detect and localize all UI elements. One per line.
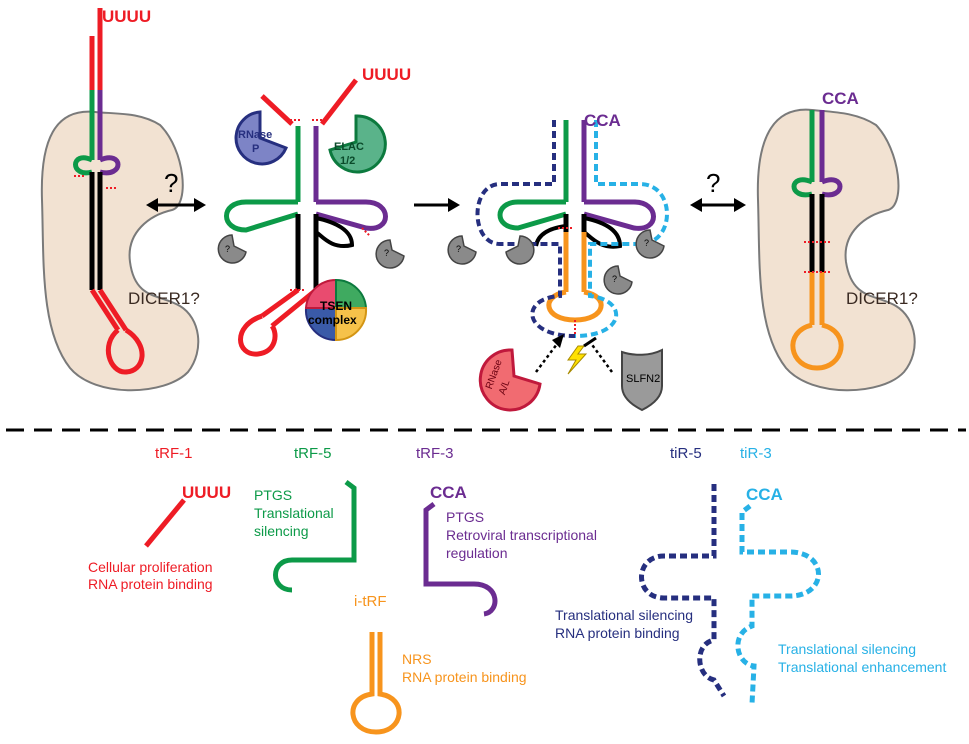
unknown-nuclease-2: ?: [375, 239, 405, 269]
trf1-panel: tRF-1 UUUU Cellular proliferation RNA pr…: [88, 445, 231, 592]
dicer-left: DICER1?: [40, 110, 200, 392]
trf1-strand: [144, 498, 186, 548]
slfn2-inhibit-line: [588, 341, 614, 373]
cca-center: CCA: [584, 111, 621, 130]
dicer-right-shape: [756, 108, 916, 392]
trf3-tail: CCA: [430, 483, 467, 502]
tir3-line1: Translational silencing: [778, 641, 916, 657]
rnase-al-line2: A/L: [497, 378, 513, 396]
dicer-left-label: DICER1?: [128, 289, 200, 308]
trf1-tail: UUUU: [182, 483, 231, 502]
trf3-panel: tRF-3 CCA PTGS Retroviral transcriptiona…: [416, 445, 597, 617]
rnase-al-enzyme: RNase A/L: [478, 348, 542, 412]
svg-text:?: ?: [612, 274, 617, 284]
pre-trna-processing: [224, 78, 388, 357]
svg-text:?: ?: [456, 244, 461, 254]
elac-line1: ELAC: [334, 141, 364, 153]
trf3-line2: Retroviral transcriptional: [446, 527, 597, 543]
rnase-p-line1: RNase: [238, 129, 272, 141]
trf1-line2: RNA protein binding: [88, 576, 213, 592]
tsen-line2: complex: [308, 313, 357, 327]
cca-right: CCA: [822, 89, 859, 108]
tir3-tail: CCA: [746, 485, 783, 504]
pre-trna-hairpin-left: [73, 8, 145, 375]
slfn2-label: SLFN2: [626, 373, 660, 385]
tsen-complex: TSEN complex: [304, 278, 368, 342]
tir5-title: tiR-5: [670, 445, 702, 462]
lightning-icon: [567, 345, 588, 375]
double-arrow-right: ?: [690, 168, 746, 212]
tir5-panel: tiR-5 Translational silencing RNA protei…: [555, 445, 727, 698]
trf5-line2: Translational: [254, 505, 334, 521]
tir3-line2: Translational enhancement: [778, 659, 946, 675]
cleavage-marks-right: [804, 241, 830, 273]
process-arrow: [414, 198, 460, 212]
elac-enzyme: ELAC 1/2: [328, 114, 387, 174]
trf1-line1: Cellular proliferation: [88, 559, 213, 575]
trf5-panel: tRF-5 PTGS Translational silencing: [254, 445, 357, 593]
cleavage-marks-left: [74, 175, 118, 189]
trf3-line3: regulation: [446, 545, 508, 561]
trf5-line1: PTGS: [254, 487, 292, 503]
double-arrow-left: ?: [146, 168, 206, 212]
cleavage-marks-center-left: [290, 119, 371, 291]
dicer-left-shape: [40, 110, 200, 392]
unknown-nuclease-1: ?: [217, 234, 247, 264]
trf1-title: tRF-1: [155, 445, 193, 462]
dicer-right: DICER1?: [756, 108, 918, 392]
unknown-nuclease-4: [505, 235, 535, 265]
trf3-line1: PTGS: [446, 509, 484, 525]
tir3-outline: [574, 120, 669, 338]
rnase-p-enzyme: RNase P: [234, 110, 288, 166]
trf5-line3: silencing: [254, 523, 308, 539]
slfn2-shield: SLFN2: [621, 348, 663, 412]
trf5-strand: [273, 480, 357, 593]
tsen-line1: TSEN: [320, 299, 352, 313]
tir3-panel: tiR-3 CCA Translational silencing Transl…: [735, 445, 946, 705]
tir5-line1: Translational silencing: [555, 607, 693, 623]
itrf-title: i-tRF: [354, 593, 387, 610]
elac-line2: 1/2: [340, 155, 355, 167]
svg-text:?: ?: [384, 248, 389, 258]
cleavage-marks-center: [558, 227, 576, 334]
trf5-title: tRF-5: [294, 445, 332, 462]
tir5-line2: RNA protein binding: [555, 625, 680, 641]
uuuu-left: UUUU: [102, 7, 151, 26]
question-left: ?: [164, 168, 178, 198]
itrf-line2: RNA protein binding: [402, 669, 527, 685]
trf3-title: tRF-3: [416, 445, 454, 462]
tir3-title: tiR-3: [740, 445, 772, 462]
unknown-nuclease-6: ?: [635, 229, 665, 259]
mature-trna-cleavage: [497, 120, 656, 323]
unknown-nuclease-3: ?: [447, 235, 477, 265]
tir5-strand: [639, 484, 727, 698]
uuuu-mid: UUUU: [362, 65, 411, 84]
rnase-p-line2: P: [252, 143, 259, 155]
itrf-line1: NRS: [402, 651, 432, 667]
trf3-strand: [423, 502, 498, 617]
itrf-strand: [350, 632, 402, 735]
mature-trna-hairpin-right: [790, 110, 844, 371]
svg-text:?: ?: [225, 244, 230, 254]
tir3-strand: [735, 504, 821, 705]
question-right: ?: [706, 168, 720, 198]
itrf-panel: i-tRF NRS RNA protein binding: [350, 593, 527, 735]
unknown-nuclease-5: ?: [603, 265, 633, 295]
svg-text:?: ?: [644, 238, 649, 248]
rnase-al-arrow: [535, 339, 561, 373]
dicer-right-label: DICER1?: [846, 289, 918, 308]
